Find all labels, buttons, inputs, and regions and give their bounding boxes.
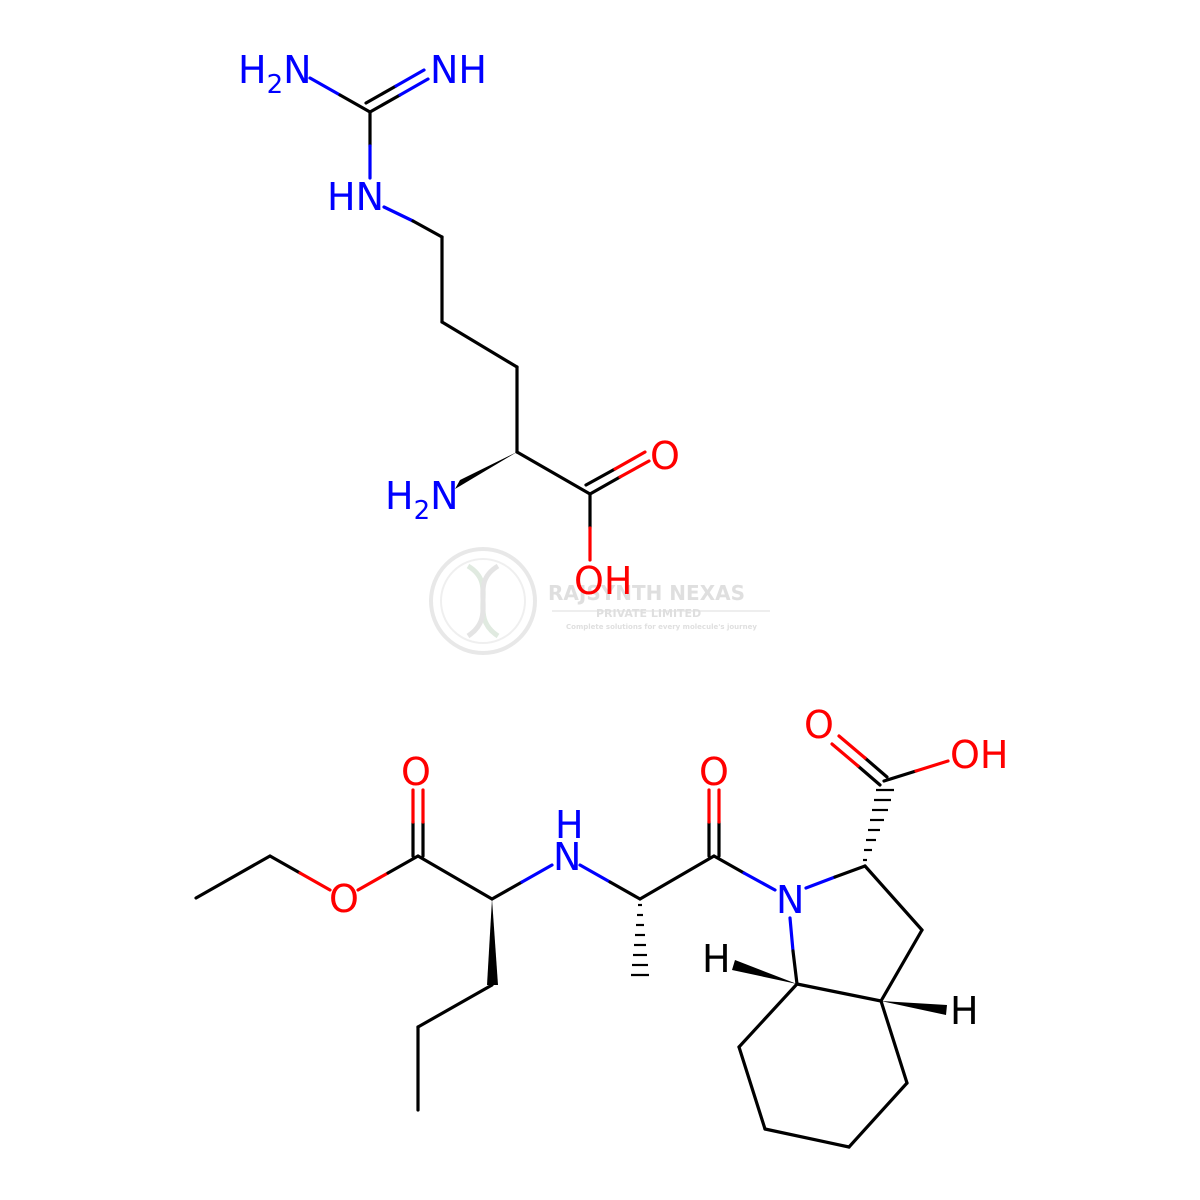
bond-calpha-ccarboxyl bbox=[515, 450, 592, 496]
atom-amine-h: H bbox=[555, 803, 584, 847]
bond-n-c2-cside bbox=[833, 864, 867, 879]
bond-ester-c-ca bbox=[416, 854, 494, 901]
watermark: RAJSYNTH NEXAS PRIVATE LIMITED Complete … bbox=[429, 547, 770, 655]
watermark-subtitle: PRIVATE LIMITED bbox=[596, 607, 701, 620]
atom-ester-o: O bbox=[329, 877, 359, 921]
atom-amide-o: O bbox=[699, 750, 729, 794]
bond-c3a-c7a bbox=[795, 982, 883, 1003]
bond-c-imine-1-nside bbox=[398, 77, 430, 97]
wedge-calpha-nh2 bbox=[455, 452, 517, 489]
atom-h-left: H bbox=[702, 937, 731, 981]
bond-cooh-co-2-cside bbox=[856, 764, 882, 787]
bond-c-imine-2-nside bbox=[394, 68, 426, 88]
atom-ring-n: N bbox=[776, 878, 804, 922]
bond-o-c-oside bbox=[356, 871, 390, 892]
bond-c-o-double-2-oside bbox=[613, 450, 647, 471]
atom-h2n-guanidine: H2N bbox=[238, 48, 312, 100]
bond-c3-c3a bbox=[879, 928, 924, 1003]
bond-c-o-double-1-cside bbox=[588, 475, 622, 496]
bond-n-c2-nside bbox=[804, 875, 837, 890]
bond-n-c7a-nside bbox=[788, 916, 795, 953]
bond-ch3-ch2 bbox=[194, 854, 272, 900]
bond-hn-ch2-nside bbox=[382, 205, 415, 223]
arginine-molecule: H2N NH HN H2N O OH bbox=[238, 48, 680, 603]
bond-cooh-co-1-cside bbox=[863, 756, 889, 779]
atom-amine-n: N bbox=[553, 835, 581, 879]
watermark-tagline: Complete solutions for every molecule's … bbox=[566, 623, 757, 631]
bond-c-imine-2-cside bbox=[364, 84, 398, 105]
bond-ch2-o-oside bbox=[298, 871, 332, 892]
bond-cooh-oh-cside bbox=[882, 769, 918, 783]
bond-camide-n-cside bbox=[712, 854, 746, 875]
perindopril-molecule: O O H N O N O OH H H bbox=[194, 703, 1008, 1149]
bond-c7-c6 bbox=[737, 1045, 767, 1131]
bond-o-c-cside bbox=[386, 854, 420, 875]
wedge-c7a-h bbox=[732, 960, 797, 984]
bond-c-o-double-2-cside bbox=[584, 467, 617, 487]
watermark-company: RAJSYNTH NEXAS bbox=[548, 581, 745, 605]
atom-ester-carbonyl-o: O bbox=[401, 750, 431, 794]
hash-c2-carboxyl bbox=[863, 788, 894, 862]
bond-cb-camide bbox=[638, 854, 716, 901]
atom-acid-o: O bbox=[804, 703, 834, 747]
atom-imine-nh: NH bbox=[430, 48, 487, 92]
bond-cooh-co-2-oside bbox=[830, 742, 860, 768]
bond-c-o-double-1-oside bbox=[618, 459, 651, 479]
bond-c6-c5 bbox=[763, 1127, 851, 1149]
bond-propyl-1 bbox=[416, 983, 494, 1029]
bond-ca-nh-cside bbox=[490, 880, 524, 901]
atom-h-right: H bbox=[950, 989, 979, 1033]
bond-c4-c3a bbox=[879, 999, 909, 1085]
atom-carbonyl-o: O bbox=[650, 434, 680, 478]
bond-c-imine-1-cside bbox=[368, 93, 402, 114]
watermark-logo-inner-ring bbox=[440, 558, 526, 644]
bond-hn-ch2-cside bbox=[411, 219, 444, 239]
bond-ch2-ch2b bbox=[440, 320, 519, 369]
dna-helix-strand-icon bbox=[466, 563, 500, 639]
bond-cooh-oh-oside bbox=[914, 759, 950, 773]
bond-h2n-c-cside bbox=[338, 93, 372, 114]
watermark-logo-ring bbox=[429, 547, 537, 655]
bond-c2-c3 bbox=[863, 864, 924, 932]
bond-ca-nh-nside bbox=[520, 863, 554, 884]
bond-c7a-c7 bbox=[737, 982, 799, 1049]
atom-alpha-amine: H2N bbox=[385, 474, 459, 526]
bond-cooh-co-1-oside bbox=[837, 734, 867, 760]
bond-n-c7a-cside bbox=[791, 949, 799, 986]
wedge-ca-propyl bbox=[487, 899, 498, 985]
hash-cb-methyl bbox=[631, 903, 649, 977]
bond-nh-cb-cside bbox=[608, 880, 642, 901]
bond-camide-n-nside bbox=[742, 871, 777, 892]
bond-ch2-o-cside bbox=[268, 854, 302, 875]
atom-hn: HN bbox=[327, 175, 384, 219]
bond-h2n-c-nside bbox=[308, 76, 342, 97]
bond-c5-c4 bbox=[847, 1081, 909, 1149]
atom-acid-oh: OH bbox=[950, 733, 1008, 777]
wedge-c3a-h bbox=[881, 1001, 947, 1015]
bond-nh-cb-nside bbox=[578, 863, 612, 884]
atom-hydroxyl: OH bbox=[574, 559, 632, 603]
